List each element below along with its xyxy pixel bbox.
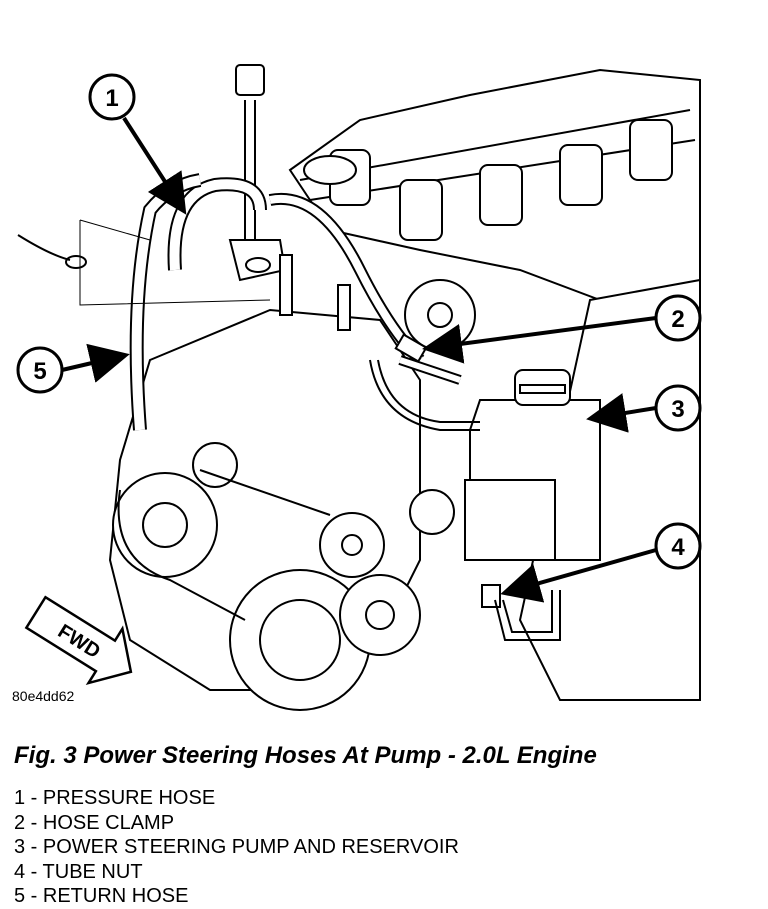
engine-illustration: 1 2 3 4 5 FWD xyxy=(16,64,702,711)
callout-1-label: 1 xyxy=(105,85,118,112)
legend-item: 3 - POWER STEERING PUMP AND RESERVOIR xyxy=(14,836,459,858)
callout-5-label: 5 xyxy=(33,358,46,385)
legend-list: 1 - PRESSURE HOSE 2 - HOSE CLAMP 3 - POW… xyxy=(14,786,459,909)
callout-1: 1 xyxy=(88,73,187,215)
callout-4-label: 4 xyxy=(671,534,685,561)
legend-item: 4 - TUBE NUT xyxy=(14,860,143,883)
callout-3: 3 xyxy=(586,384,702,433)
callout-2: 2 xyxy=(422,294,702,364)
legend-item: 5 - RETURN HOSE xyxy=(14,885,189,907)
callout-4: 4 xyxy=(500,522,702,603)
legend-item: 1 - PRESSURE HOSE xyxy=(14,787,216,809)
engine-drawing xyxy=(17,64,701,711)
figure-caption: Fig. 3 Power Steering Hoses At Pump - 2.… xyxy=(14,742,597,769)
callout-2-label: 2 xyxy=(671,306,684,333)
callout-5: 5 xyxy=(16,343,130,394)
image-id: 80e4dd62 xyxy=(12,688,75,704)
callout-3-label: 3 xyxy=(671,396,684,423)
legend-item: 2 - HOSE CLAMP xyxy=(14,811,175,834)
